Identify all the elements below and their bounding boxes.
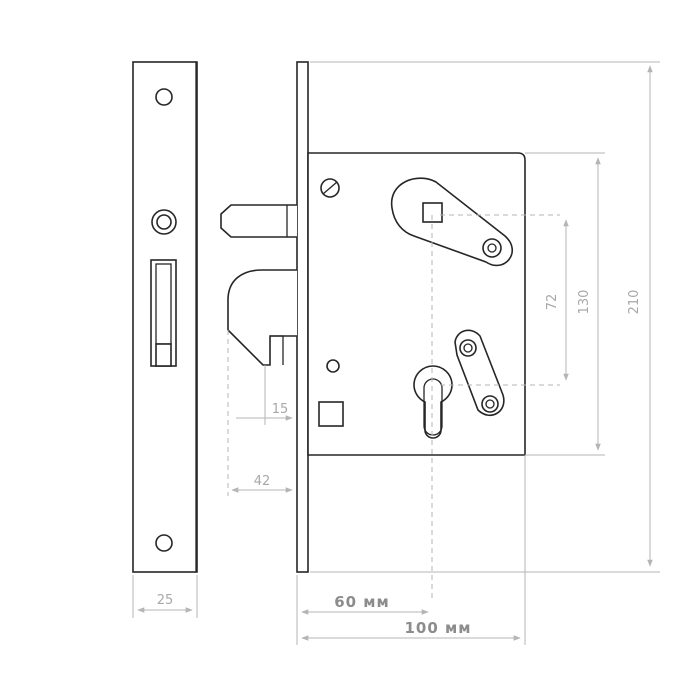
dim-spindle-to-cylinder: 72 — [545, 294, 560, 311]
dim-latch-offset: 15 — [272, 402, 289, 417]
latch-bolt — [220, 204, 297, 238]
lock-body-side-view — [220, 61, 526, 573]
spindle-square-hole — [422, 202, 443, 223]
cylinder-lever — [454, 329, 505, 416]
dim-screw-to-cylinder: 130 — [577, 290, 592, 315]
case-rivet — [326, 359, 340, 373]
dim-total-height: 210 — [627, 290, 642, 315]
latch-square — [318, 401, 344, 427]
faceplate — [132, 61, 198, 573]
front-plate-edge — [296, 61, 309, 573]
faceplate-top-screw-hole — [155, 88, 173, 106]
spindle-cam-lever — [391, 177, 513, 267]
dim-faceplate-width: 25 — [157, 593, 174, 608]
faceplate-bottom-screw-hole — [155, 534, 173, 552]
hook-bolt — [227, 269, 297, 366]
dim-case-depth: 100 мм — [404, 619, 471, 637]
case-screw — [320, 178, 340, 198]
dimension-lines — [132, 61, 660, 645]
dim-backset: 60 мм — [334, 593, 390, 611]
cylinder-cutout — [413, 365, 453, 439]
dim-hook-projection: 42 — [254, 474, 271, 489]
faceplate-bolt-hole-inner — [156, 214, 172, 230]
centre-lines — [227, 214, 560, 600]
